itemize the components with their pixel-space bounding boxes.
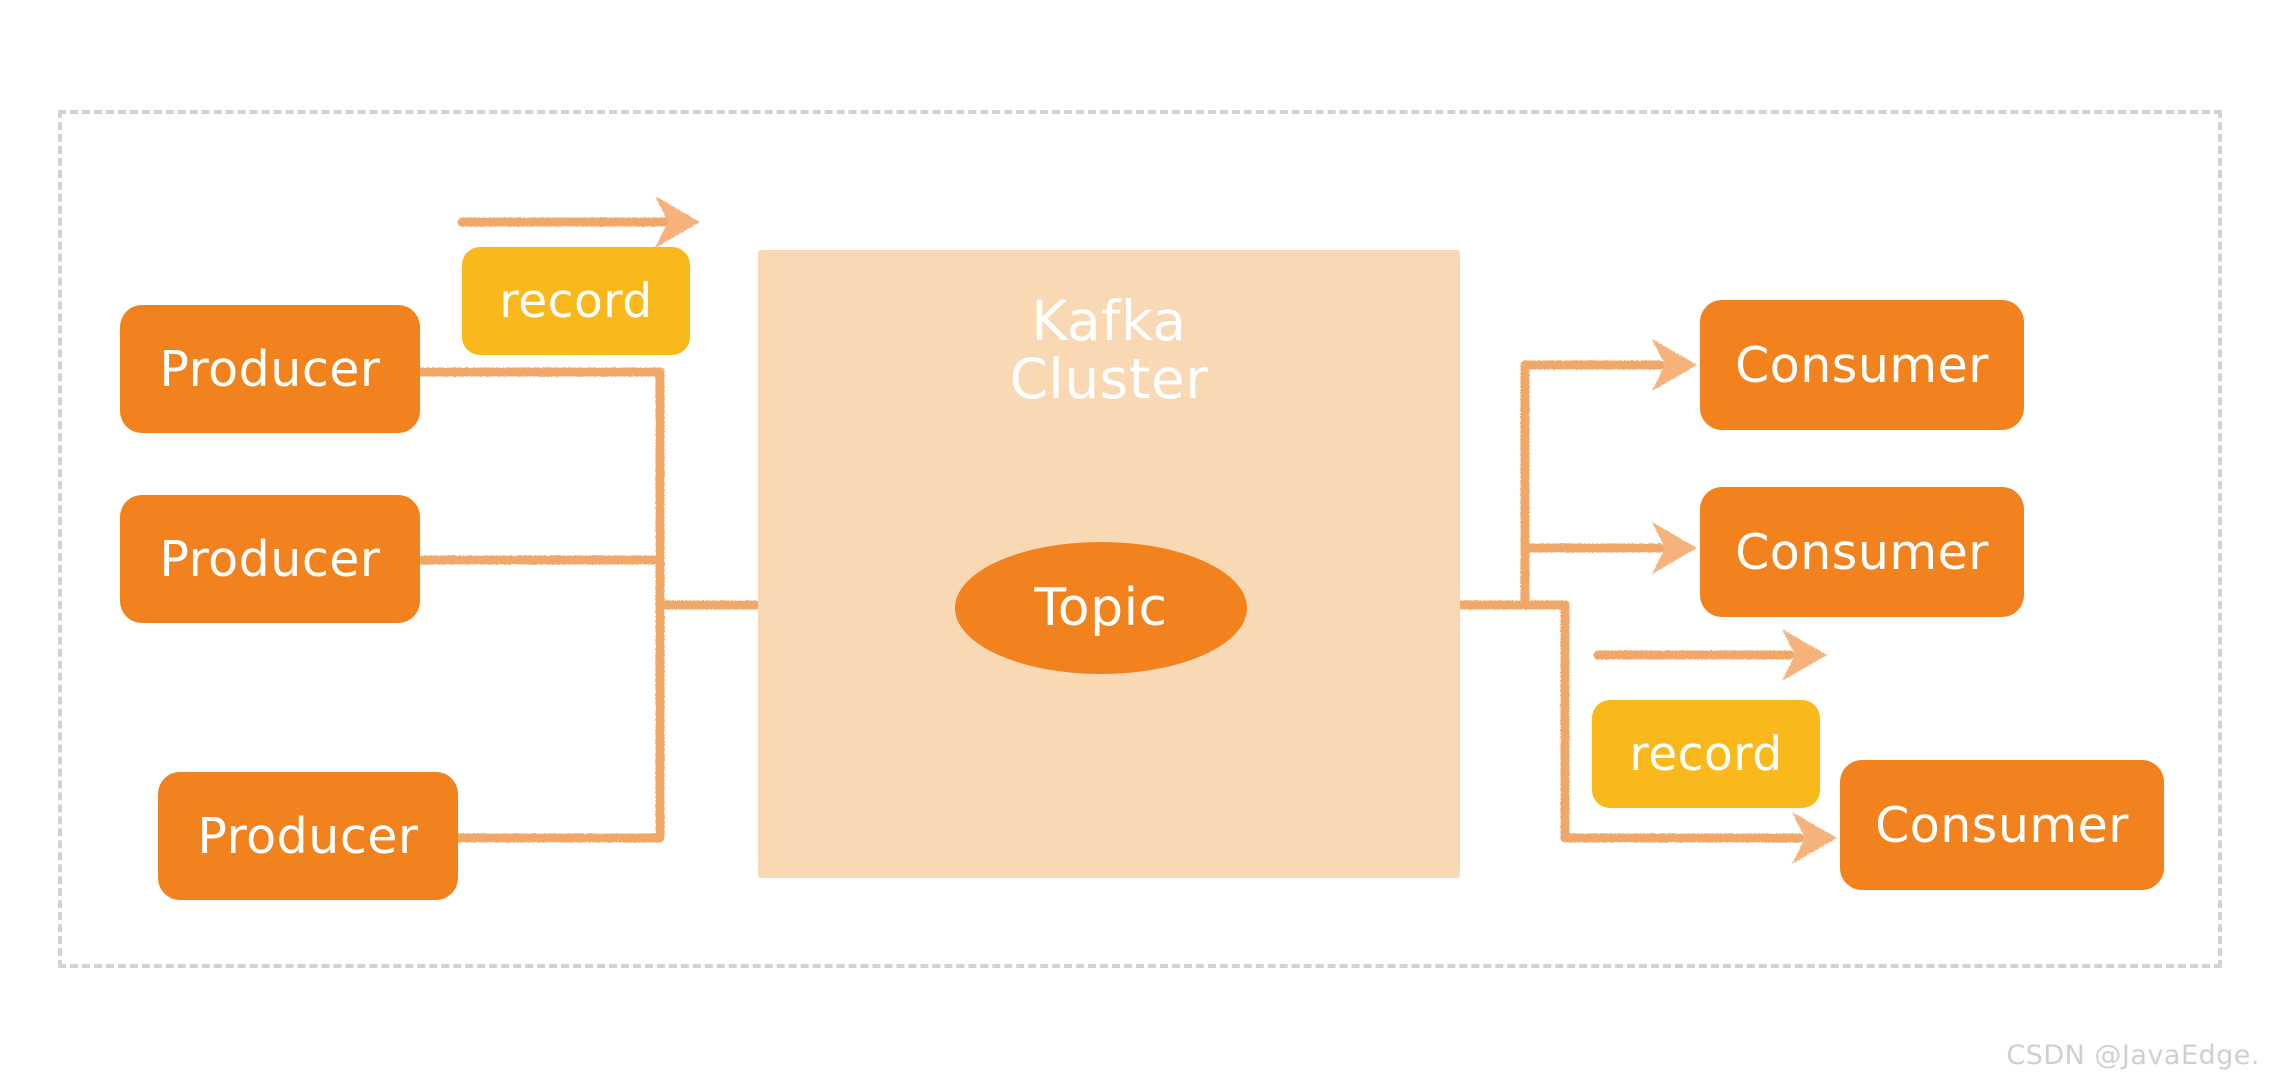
- record-badge-producer-side[interactable]: record: [462, 247, 690, 355]
- dashed-boundary: [58, 110, 2222, 968]
- arrowhead: [655, 196, 700, 248]
- record-badge-consumer-side[interactable]: record: [1592, 700, 1820, 808]
- topic-node[interactable]: Topic: [955, 542, 1247, 674]
- watermark-text: CSDN @JavaEdge.: [2006, 1040, 2260, 1071]
- arrowhead: [1792, 812, 1837, 864]
- cluster-title-line1: Kafka: [1031, 289, 1187, 353]
- consumer-node-2[interactable]: Consumer: [1700, 487, 2024, 617]
- arrowhead: [1782, 629, 1827, 681]
- consumer-node-3[interactable]: Consumer: [1840, 760, 2164, 890]
- producer-node-3[interactable]: Producer: [158, 772, 458, 900]
- arrowhead: [1652, 339, 1697, 391]
- arrowhead: [1652, 522, 1697, 574]
- producer-node-2[interactable]: Producer: [120, 495, 420, 623]
- producer-node-1[interactable]: Producer: [120, 305, 420, 433]
- consumer-node-1[interactable]: Consumer: [1700, 300, 2024, 430]
- cluster-title-line2: Cluster: [1009, 347, 1209, 412]
